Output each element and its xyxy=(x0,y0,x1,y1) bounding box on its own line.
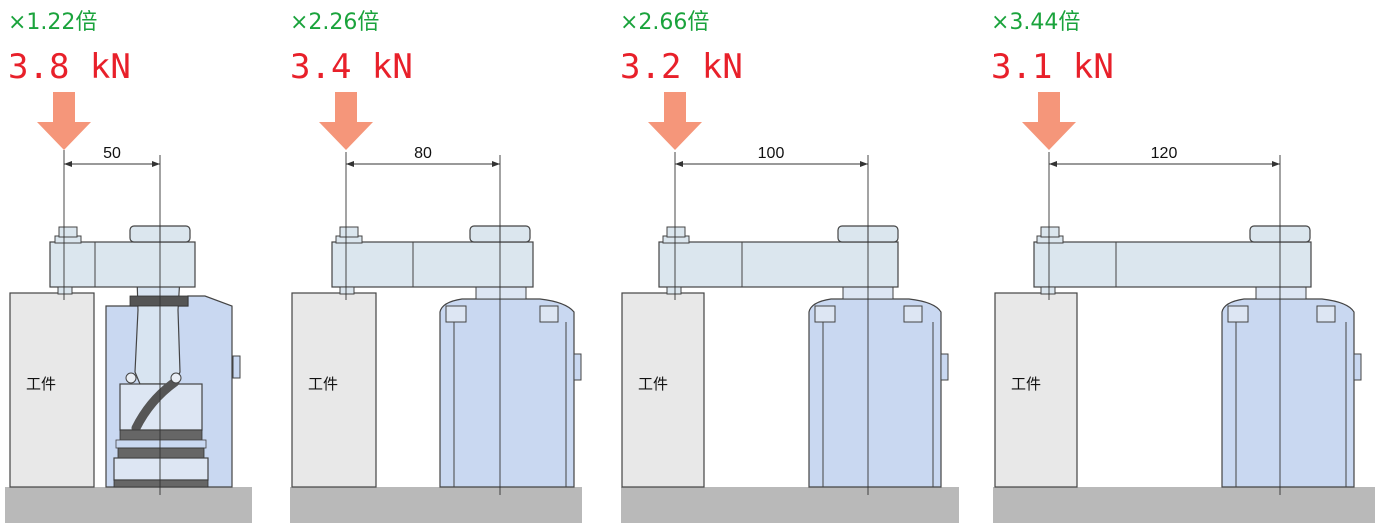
multiplier-label: ×3.44倍 xyxy=(991,10,1080,35)
guide-pin xyxy=(170,372,182,384)
cam-groove xyxy=(131,377,180,433)
force-arrow xyxy=(648,92,702,150)
ring-2 xyxy=(115,439,207,449)
workpiece-label: 工件 xyxy=(1011,375,1041,393)
flange xyxy=(113,457,209,481)
clamp-arm xyxy=(49,241,196,288)
workpiece xyxy=(291,292,377,488)
dimension-label: 100 xyxy=(758,145,785,162)
force-label: 3.2 kN xyxy=(620,47,743,87)
base-plate xyxy=(290,487,582,523)
dimension-arrow xyxy=(346,161,354,167)
clamp-body xyxy=(439,298,575,488)
multiplier-label: ×1.22倍 xyxy=(8,10,97,35)
clamp-body xyxy=(1221,298,1355,488)
workpiece-label: 工件 xyxy=(26,375,56,393)
dimension-arrow xyxy=(1049,161,1057,167)
body-lug xyxy=(814,305,836,323)
workpiece-label: 工件 xyxy=(638,375,668,393)
flange-seal xyxy=(113,479,209,488)
base-plate xyxy=(993,487,1375,523)
dimension-arrow xyxy=(860,161,868,167)
clamp-body xyxy=(808,298,942,488)
side-port xyxy=(940,353,949,381)
dimension-arrow xyxy=(1272,161,1280,167)
force-arrow xyxy=(37,92,91,150)
contact-bolt-tip xyxy=(666,286,682,295)
side-port xyxy=(1353,353,1362,381)
dimension-label: 120 xyxy=(1151,145,1178,162)
body-lug xyxy=(539,305,559,323)
clamp-arm xyxy=(658,241,899,288)
clamp-arm xyxy=(1033,241,1312,288)
dimension-arrow xyxy=(64,161,72,167)
base-plate xyxy=(5,487,252,523)
contact-bolt-tip xyxy=(57,286,73,295)
side-port xyxy=(232,355,241,379)
force-arrow xyxy=(319,92,373,150)
dimension-arrow xyxy=(152,161,160,167)
contact-bolt-tip xyxy=(1040,286,1056,295)
body-lug xyxy=(445,305,467,323)
dimension-arrow xyxy=(492,161,500,167)
ring-3 xyxy=(117,447,205,459)
body-lug xyxy=(1316,305,1336,323)
contact-bolt-nut xyxy=(58,226,78,238)
body-lug xyxy=(903,305,923,323)
contact-bolt-nut xyxy=(666,226,686,238)
dimension-label: 80 xyxy=(414,145,432,162)
contact-bolt-nut xyxy=(339,226,359,238)
multiplier-label: ×2.26倍 xyxy=(290,10,379,35)
ring-1 xyxy=(119,429,203,441)
body-lug xyxy=(1227,305,1249,323)
contact-bolt-nut xyxy=(1040,226,1060,238)
side-port xyxy=(573,353,582,381)
multiplier-label: ×2.66倍 xyxy=(620,10,709,35)
contact-bolt-tip xyxy=(339,286,355,295)
panel-2: ×2.26倍 3.4 kN 工件 80 xyxy=(290,10,582,523)
seal-band xyxy=(129,295,189,307)
guide-pin xyxy=(125,372,137,384)
dimension-label: 50 xyxy=(103,145,121,162)
clamp-arm xyxy=(331,241,534,288)
panel-4: ×3.44倍 3.1 kN 工件 120 xyxy=(991,10,1375,523)
panel-1: ×1.22倍 3.8 kN 工件 50 xyxy=(5,10,252,523)
workpiece xyxy=(994,292,1078,488)
piston-head xyxy=(475,286,527,300)
workpiece xyxy=(9,292,95,488)
panel-3: ×2.66倍 3.2 kN 工件 100 xyxy=(620,10,959,523)
dimension-arrow xyxy=(675,161,683,167)
force-label: 3.4 kN xyxy=(290,47,413,87)
workpiece xyxy=(621,292,705,488)
base-plate xyxy=(621,487,959,523)
piston-head xyxy=(1255,286,1307,300)
force-label: 3.8 kN xyxy=(8,47,131,87)
force-label: 3.1 kN xyxy=(991,47,1114,87)
workpiece-label: 工件 xyxy=(308,375,338,393)
force-arrow xyxy=(1022,92,1076,150)
